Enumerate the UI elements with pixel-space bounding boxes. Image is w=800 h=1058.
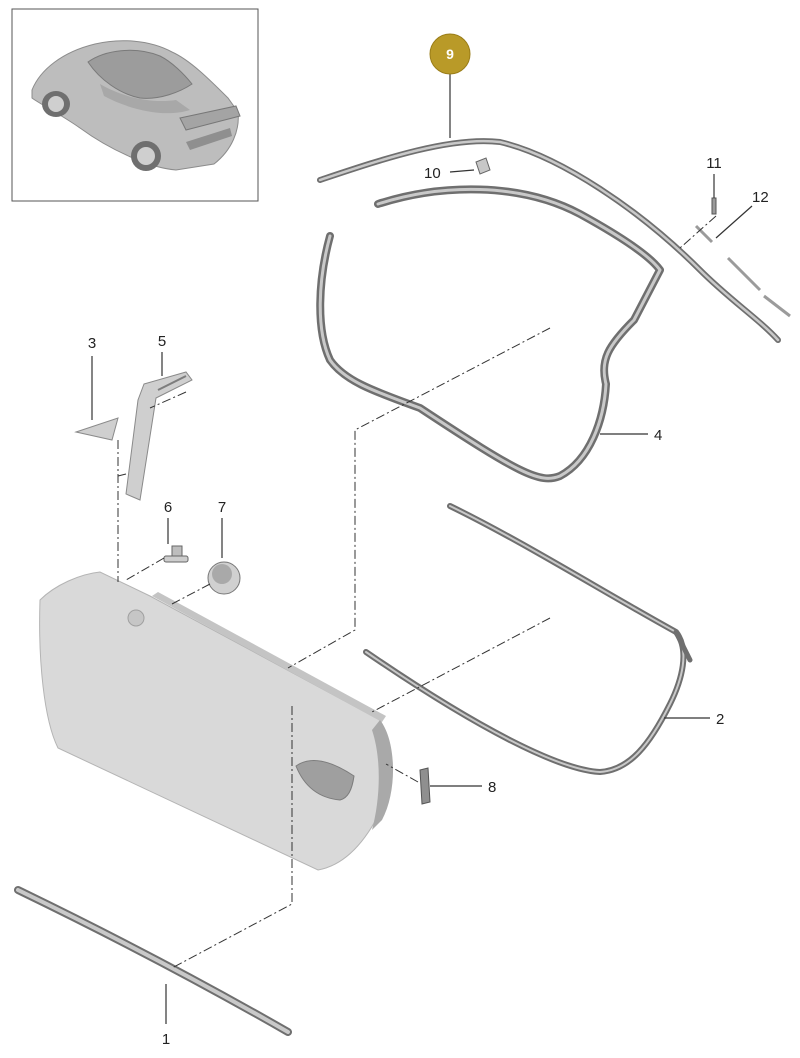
callout-1[interactable]: 1	[162, 1031, 170, 1048]
lower-seal-part	[14, 886, 292, 1036]
car-thumbnail-icon	[31, 40, 241, 171]
door-seal-part	[363, 503, 693, 775]
callout-10[interactable]: 10	[424, 165, 441, 182]
door-shell-part	[39, 571, 394, 871]
callout-6[interactable]: 6	[164, 499, 172, 516]
callout-4[interactable]: 4	[654, 427, 662, 444]
clip-part	[163, 545, 189, 563]
grommet-part	[207, 561, 241, 595]
roof-seal-part	[317, 138, 781, 343]
callout-11[interactable]: 11	[706, 155, 722, 172]
callout-9-badge[interactable]: 9	[429, 33, 471, 75]
seal-screw-part	[711, 197, 717, 215]
callout-12[interactable]: 12	[752, 189, 769, 206]
pad-part	[419, 767, 431, 805]
callout-8[interactable]: 8	[488, 779, 496, 796]
seal-clip-part	[475, 157, 491, 175]
callout-2[interactable]: 2	[716, 711, 724, 728]
callout-numbers: 1 2 3 4 5 6 7 8 10 11 12	[88, 155, 769, 1048]
callout-7[interactable]: 7	[218, 499, 226, 516]
strip-part	[694, 224, 791, 318]
leader-lines	[91, 74, 753, 1024]
window-seal-part	[316, 185, 664, 483]
thumbnail-panel	[11, 8, 259, 202]
window-frame-trim-part	[125, 371, 193, 501]
assembly-lines	[117, 215, 717, 969]
callout-3[interactable]: 3	[88, 335, 96, 352]
callout-9-label: 9	[446, 46, 454, 62]
mirror-triangle-part	[74, 417, 119, 441]
callout-5[interactable]: 5	[158, 333, 166, 350]
